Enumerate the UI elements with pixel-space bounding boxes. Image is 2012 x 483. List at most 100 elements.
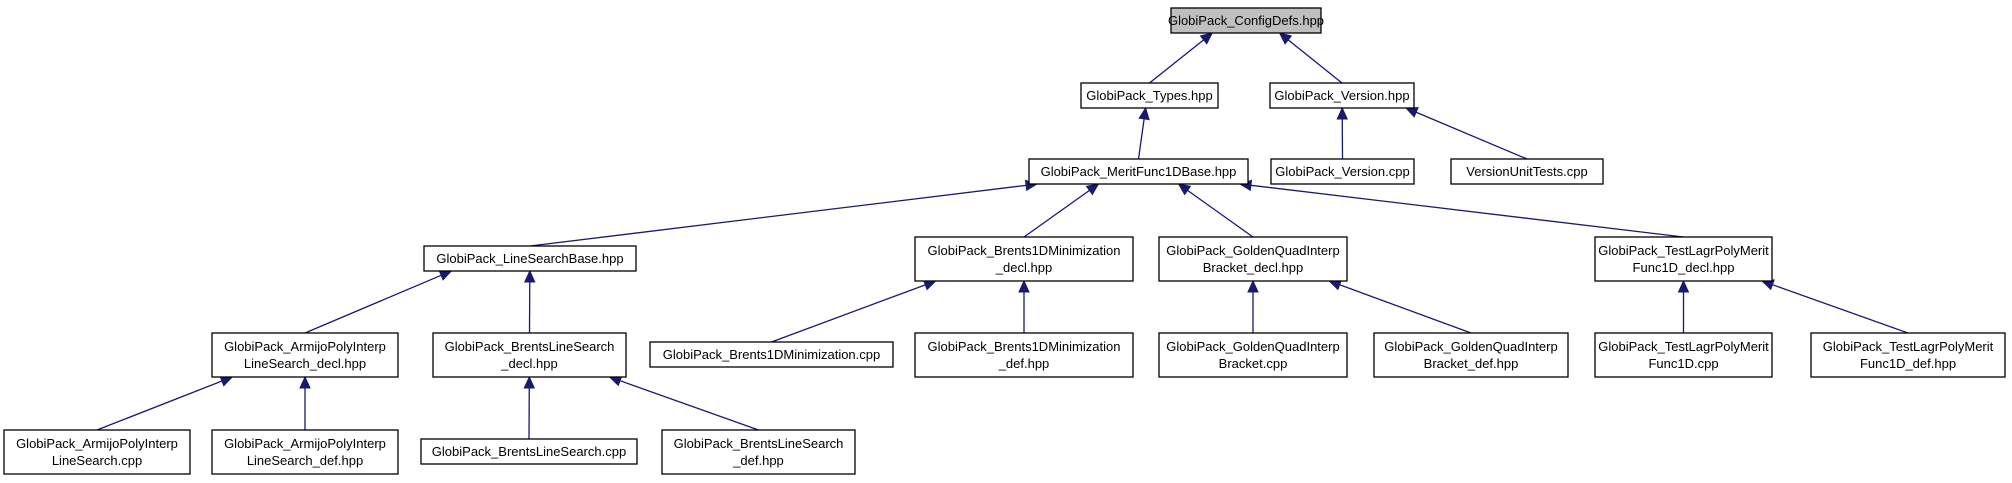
node-box	[1158, 332, 1348, 378]
node-brents1d-def[interactable]: GlobiPack_Brents1DMinimization_def.hpp	[914, 332, 1134, 378]
node-label: VersionUnitTests.cpp	[1466, 164, 1587, 179]
node-brentsls-def[interactable]: GlobiPack_BrentsLineSearch _def.hpp	[661, 429, 856, 475]
edge-linesearchbase-to-meritfunc	[529, 179, 1039, 247]
edge-line	[1187, 189, 1254, 238]
node-box	[211, 332, 399, 378]
node-label: GlobiPack_GoldenQuadInterp	[1384, 339, 1557, 354]
node-brentsls-decl[interactable]: GlobiPack_BrentsLineSearch_decl.hpp	[432, 332, 627, 378]
node-box	[914, 332, 1134, 378]
edges-layer	[96, 32, 1909, 440]
node-label: GlobiPack_BrentsLineSearch.cpp	[432, 444, 626, 459]
node-brents1d-decl[interactable]: GlobiPack_Brents1DMinimization _decl.hpp	[914, 236, 1134, 282]
node-label: GlobiPack_TestLagrPolyMerit	[1598, 339, 1769, 354]
arrowhead-icon	[1247, 279, 1259, 293]
node-label: GlobiPack_TestLagrPolyMerit	[1598, 243, 1769, 258]
node-armijo-decl[interactable]: GlobiPack_ArmijoPolyInterpLineSearch_dec…	[211, 332, 399, 378]
node-label: GlobiPack_Types.hpp	[1086, 88, 1212, 103]
node-configdefs[interactable]: GlobiPack_ConfigDefs.hpp	[1168, 7, 1324, 34]
node-version-cpp[interactable]: GlobiPack_Version.cpp	[1270, 158, 1415, 185]
node-brentsls-cpp[interactable]: GlobiPack_BrentsLineSearch.cpp	[420, 438, 638, 465]
arrowhead-icon	[299, 375, 311, 389]
node-linesearchbase[interactable]: GlobiPack_LineSearchBase.hpp	[423, 245, 637, 272]
node-types[interactable]: GlobiPack_Types.hpp	[1080, 82, 1219, 109]
node-box	[3, 429, 191, 475]
arrowhead-icon	[523, 375, 536, 389]
node-box	[432, 332, 627, 378]
arrowhead-icon	[1085, 183, 1100, 196]
edge-brents1d-def-to-brents1d-decl	[1018, 279, 1030, 333]
edge-brentsls-cpp-to-brentsls-decl	[523, 375, 536, 440]
node-label: _def.hpp	[732, 453, 784, 468]
node-label: Func1D_def.hpp	[1860, 356, 1956, 371]
node-label: Bracket_def.hpp	[1424, 356, 1519, 371]
node-box	[1594, 236, 1773, 282]
node-box	[1158, 236, 1348, 282]
node-label: GlobiPack_LineSearchBase.hpp	[436, 251, 623, 266]
node-box	[211, 429, 399, 475]
node-box	[420, 438, 638, 465]
node-label: LineSearch_decl.hpp	[244, 356, 366, 371]
arrowhead-icon	[1336, 106, 1349, 120]
edge-line	[1287, 39, 1343, 84]
node-box	[1269, 82, 1415, 109]
node-label: GlobiPack_Version.cpp	[1275, 164, 1409, 179]
arrowhead-icon	[1677, 279, 1690, 293]
node-box	[1450, 158, 1604, 185]
node-goldenquad-decl[interactable]: GlobiPack_GoldenQuadInterpBracket_decl.h…	[1158, 236, 1348, 282]
node-label: LineSearch_def.hpp	[247, 453, 363, 468]
node-brents1d-cpp[interactable]: GlobiPack_Brents1DMinimization.cpp	[649, 341, 894, 368]
edge-goldenquad-decl-to-meritfunc	[1177, 183, 1254, 238]
node-label: Func1D_decl.hpp	[1633, 260, 1735, 275]
node-testlagr-decl[interactable]: GlobiPack_TestLagrPolyMeritFunc1D_decl.h…	[1594, 236, 1773, 282]
edge-line	[1250, 184, 1684, 238]
node-label: GlobiPack_TestLagrPolyMerit	[1823, 339, 1994, 354]
edge-goldenquad-def-to-goldenquad-decl	[1328, 279, 1472, 334]
edge-armijo-def-to-armijo-decl	[299, 375, 311, 430]
arrowhead-icon	[523, 269, 536, 283]
node-label: GlobiPack_BrentsLineSearch	[674, 436, 844, 451]
edge-version-to-configdefs	[1278, 32, 1343, 84]
arrowhead-icon	[219, 375, 234, 387]
edge-brents1d-cpp-to-brents1d-decl	[771, 279, 937, 343]
edge-line	[96, 380, 223, 431]
node-versionunittests[interactable]: VersionUnitTests.cpp	[1450, 158, 1604, 185]
edge-testlagr-cpp-to-testlagr-decl	[1677, 279, 1690, 333]
arrowhead-icon	[1199, 32, 1214, 45]
node-label: GlobiPack_Brents1DMinimization	[928, 243, 1121, 258]
node-label: GlobiPack_MeritFunc1DBase.hpp	[1041, 164, 1237, 179]
node-label: GlobiPack_ArmijoPolyInterp	[224, 436, 386, 451]
node-armijo-def[interactable]: GlobiPack_ArmijoPolyInterpLineSearch_def…	[211, 429, 399, 475]
node-goldenquad-def[interactable]: GlobiPack_GoldenQuadInterpBracket_def.hp…	[1373, 332, 1569, 378]
node-label: _decl.hpp	[995, 260, 1052, 275]
arrowhead-icon	[438, 270, 453, 281]
node-box	[1373, 332, 1569, 378]
node-box	[914, 236, 1134, 282]
node-label: GlobiPack_ArmijoPolyInterp	[224, 339, 386, 354]
node-label: _def.hpp	[998, 356, 1050, 371]
edge-armijo-cpp-to-armijo-decl	[96, 375, 234, 431]
node-version[interactable]: GlobiPack_Version.hpp	[1269, 82, 1415, 109]
node-box	[1080, 82, 1219, 109]
node-label: GlobiPack_Version.hpp	[1274, 88, 1409, 103]
edge-line	[1137, 118, 1145, 160]
node-testlagr-def[interactable]: GlobiPack_TestLagrPolyMeritFunc1D_def.hp…	[1810, 332, 2006, 378]
node-label: GlobiPack_GoldenQuadInterp	[1166, 243, 1339, 258]
edge-brents1d-decl-to-meritfunc	[1023, 183, 1100, 238]
arrowhead-icon	[1177, 183, 1192, 196]
node-box	[1028, 158, 1249, 185]
node-label: GlobiPack_BrentsLineSearch	[445, 339, 615, 354]
node-box	[1170, 7, 1322, 34]
node-box	[1594, 332, 1773, 378]
nodes-layer: GlobiPack_ConfigDefs.hppGlobiPack_Types.…	[3, 7, 2006, 475]
edge-line	[304, 274, 442, 334]
node-meritfunc[interactable]: GlobiPack_MeritFunc1DBase.hpp	[1028, 158, 1249, 185]
arrowhead-icon	[1138, 106, 1150, 121]
arrowhead-icon	[1278, 32, 1293, 45]
edge-line	[1149, 39, 1205, 84]
edge-types-to-configdefs	[1149, 32, 1214, 84]
edge-brentsls-def-to-brentsls-decl	[608, 375, 759, 431]
